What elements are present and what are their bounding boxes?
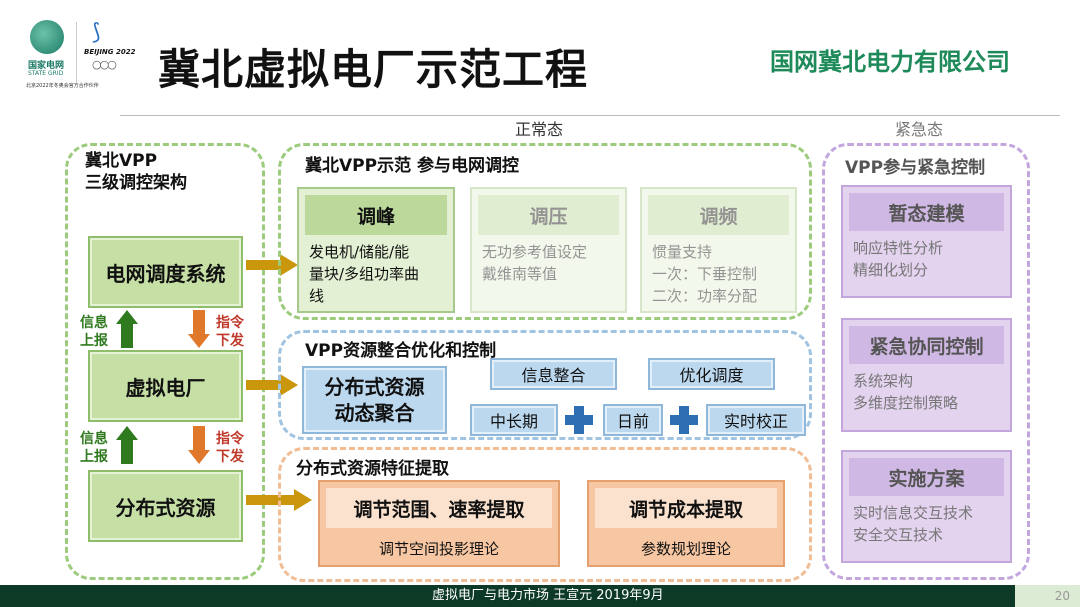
feature-panel: [278, 447, 812, 582]
page-title: 冀北虚拟电厂示范工程: [158, 45, 589, 94]
logo-sg-cn: 国家电网: [28, 61, 65, 71]
level-resources: 分布式资源: [88, 470, 243, 542]
logo-beijing: BEIJING 2022: [84, 48, 136, 56]
emergency-card-plan: 实施方案实时信息交互技术安全交互技术: [841, 450, 1012, 563]
card-frequency: 调频惯量支持一次：下垂控制二次：功率分配: [640, 187, 797, 313]
logo-partner: 北京2022年冬奥会官方合作伙伴: [26, 83, 99, 89]
left-panel: [65, 143, 265, 580]
right-arrow-icon: [246, 374, 298, 396]
down-label: 指令下发: [216, 315, 244, 349]
dynamic-aggregation: 分布式资源动态聚合: [302, 366, 447, 434]
info-integration: 信息整合: [490, 358, 617, 390]
card-body: 无功参考值设定戴维南等值: [482, 243, 588, 283]
company-name: 国网冀北电力有限公司: [770, 48, 1010, 76]
left-title-1: 冀北VPP: [85, 151, 158, 171]
optimal-dispatch: 优化调度: [648, 358, 775, 390]
emergency-card-control: 紧急协同控制系统架构多维度控制策略: [841, 318, 1012, 432]
down-arrow-icon: [188, 310, 210, 348]
logo-sg-en: STATE GRID: [28, 70, 64, 77]
divider: [120, 115, 1060, 116]
plus-icon: [565, 406, 593, 434]
grid-title: 冀北VPP示范 参与电网调控: [305, 156, 519, 176]
day-ahead: 日前: [603, 404, 663, 436]
right-arrow-icon: [246, 254, 298, 276]
emergency-card-modeling: 暂态建模响应特性分析精细化划分: [841, 185, 1012, 298]
left-title-2: 三级调控架构: [85, 173, 187, 193]
card-voltage: 调压无功参考值设定戴维南等值: [470, 187, 627, 313]
emergency-title: VPP参与紧急控制: [845, 158, 986, 178]
card-title: 调频: [648, 195, 789, 235]
up-label: 信息上报: [80, 315, 108, 349]
state-normal: 正常态: [515, 120, 564, 139]
up-arrow-icon: [116, 426, 138, 464]
down-arrow-icon: [188, 426, 210, 464]
state-emergency: 紧急态: [895, 120, 944, 139]
state-grid-logo-icon: [30, 20, 64, 54]
feature-title: 分布式资源特征提取: [296, 459, 449, 479]
grid-panel: [278, 143, 812, 320]
right-arrow-icon: [246, 489, 312, 511]
card-title: 调峰: [305, 195, 447, 235]
plus-icon: [670, 406, 698, 434]
up-label: 信息上报: [80, 431, 108, 465]
real-time-correction: 实时校正: [706, 404, 806, 436]
emergency-panel: [822, 143, 1030, 580]
logo: 国家电网 STATE GRID ⟆ BEIJING 2022 ○○○ 北京202…: [22, 18, 142, 100]
level-dispatch: 电网调度系统: [88, 236, 243, 308]
vpp-title: VPP资源整合优化和控制: [305, 341, 497, 361]
feature-card-range: 调节范围、速率提取调节空间投影理论: [318, 480, 560, 567]
feature-card-cost: 调节成本提取参数规划理论: [587, 480, 785, 567]
level-vpp: 虚拟电厂: [88, 350, 243, 422]
card-body: 发电机/储能/能量块/多组功率曲线: [309, 243, 420, 305]
page-number: 20: [1015, 585, 1080, 607]
down-label: 指令下发: [216, 431, 244, 465]
up-arrow-icon: [116, 310, 138, 348]
beijing-emblem-icon: ⟆: [92, 20, 101, 45]
card-title: 调压: [478, 195, 619, 235]
footer: 虚拟电厂与电力市场 王宣元 2019年9月: [0, 585, 1015, 607]
card-peak: 调峰发电机/储能/能量块/多组功率曲线: [297, 187, 455, 313]
card-body: 惯量支持一次：下垂控制二次：功率分配: [652, 243, 758, 305]
mid-long-term: 中长期: [470, 404, 558, 436]
olympic-rings-icon: ○○○: [92, 58, 117, 71]
vpp-panel: [278, 330, 812, 440]
